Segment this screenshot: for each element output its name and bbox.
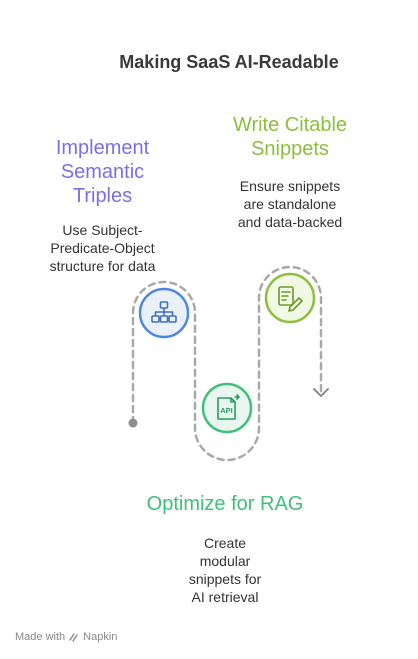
path-start-dot (128, 418, 138, 428)
step-3-description: Ensure snippets are standalone and data-… (210, 177, 370, 231)
footer-attribution: Made with Napkin (15, 631, 117, 643)
step-1-title-line: Implement (55, 137, 150, 159)
step-3-desc-line: Ensure snippets (239, 178, 341, 194)
made-with-label: Made with (15, 631, 66, 643)
step-3-node (264, 272, 316, 324)
napkin-logo-icon (69, 633, 78, 642)
step-2-desc-line: Create (203, 535, 247, 551)
step-2-node: API (201, 382, 253, 434)
hierarchy-icon (151, 301, 177, 323)
step-1-title-line: Semantic (60, 161, 145, 183)
step-3-desc-line: and data-backed (237, 214, 343, 230)
step-2-description: Create modular snippets for AI retrieval (150, 534, 300, 606)
brand-name: Napkin (83, 631, 118, 643)
dashed-flow-path (131, 265, 323, 462)
step-2-desc-line: AI retrieval (191, 589, 259, 605)
edit-document-icon (278, 286, 303, 312)
step-1-title-line: Triples (72, 185, 133, 207)
step-1-desc-line: Predicate-Object (50, 240, 155, 256)
step-3-title-line: Snippets (251, 138, 329, 160)
step-1-node (138, 287, 190, 339)
step-3-title-line: Write Citable (232, 114, 348, 136)
step-2-title: Optimize for RAG (130, 492, 320, 516)
api-icon (217, 394, 240, 420)
arrow-head-icon (313, 388, 329, 397)
step-1-desc-line: Use Subject- (62, 222, 143, 238)
step-2-desc-line: snippets for (188, 571, 262, 587)
step-2-desc-line: modular (199, 553, 251, 569)
step-2-title-line: Optimize for RAG (146, 493, 304, 515)
step-1-description: Use Subject- Predicate-Object structure … (30, 221, 175, 275)
step-3-title: Write Citable Snippets (210, 113, 370, 161)
step-1-title: Implement Semantic Triples (30, 136, 175, 208)
step-3-desc-line: are standalone (243, 196, 337, 212)
svg-text:API: API (220, 406, 233, 415)
step-1-desc-line: structure for data (49, 258, 156, 274)
page-title: Making SaaS AI-Readable (119, 52, 339, 72)
